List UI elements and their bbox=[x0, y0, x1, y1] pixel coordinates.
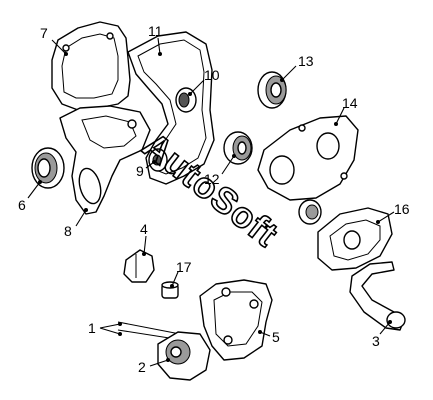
callout-8: 8 bbox=[64, 223, 72, 239]
callout-13: 13 bbox=[298, 53, 314, 69]
part-4-bracket bbox=[123, 249, 155, 283]
callout-12: 12 bbox=[204, 171, 220, 187]
part-13-cam-sprocket bbox=[257, 71, 287, 109]
callout-5: 5 bbox=[272, 329, 280, 345]
part-14-rear-plate bbox=[257, 115, 359, 201]
callout-3: 3 bbox=[372, 333, 380, 349]
part-16-oil-pump bbox=[317, 207, 393, 271]
part-5-pump-housing bbox=[199, 279, 273, 361]
part-7-upper-cover bbox=[51, 21, 131, 111]
callout-16: 16 bbox=[394, 201, 410, 217]
part-seal bbox=[298, 199, 322, 225]
callout-4: 4 bbox=[140, 221, 148, 237]
part-9-idler-pulley bbox=[148, 148, 168, 172]
callout-17: 17 bbox=[176, 259, 192, 275]
part-2-water-pump bbox=[157, 331, 211, 381]
part-3-pickup-tube bbox=[349, 261, 406, 331]
callout-7: 7 bbox=[40, 25, 48, 41]
part-6-crank-pulley bbox=[31, 147, 65, 189]
part-11-timing-belt bbox=[127, 31, 215, 185]
callout-11: 11 bbox=[148, 23, 163, 39]
part-12-sprocket bbox=[223, 131, 253, 165]
callout-10: 10 bbox=[204, 67, 220, 83]
callout-labels: 7 11 10 13 14 9 12 6 8 16 4 17 bbox=[18, 23, 410, 375]
part-17-bushing bbox=[161, 281, 179, 299]
callout-6: 6 bbox=[18, 197, 26, 213]
callout-2: 2 bbox=[138, 359, 146, 375]
part-8-lower-cover bbox=[59, 105, 151, 215]
callout-14: 14 bbox=[342, 95, 358, 111]
callout-9: 9 bbox=[136, 163, 144, 179]
callout-1: 1 bbox=[88, 320, 96, 336]
